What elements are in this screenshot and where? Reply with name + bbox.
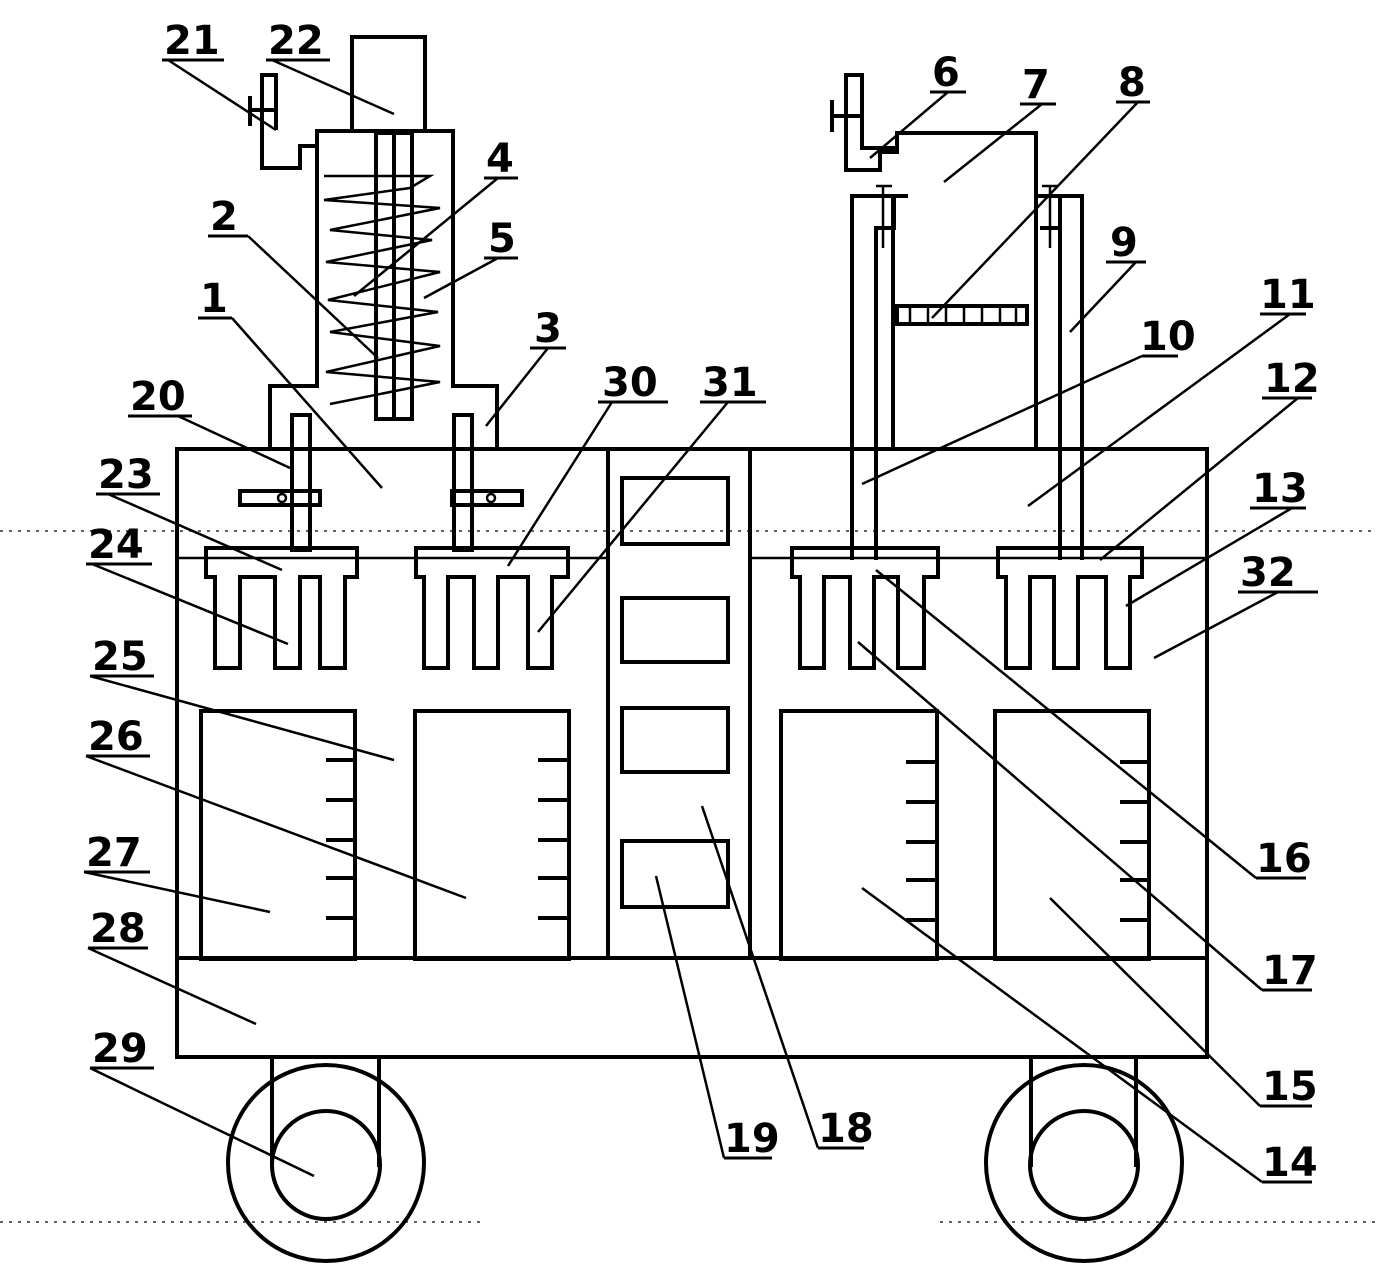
label-19: 19 [724, 1116, 780, 1162]
control-panel [620, 476, 730, 909]
label-25: 25 [92, 634, 148, 680]
label-18: 18 [818, 1106, 874, 1152]
reference-numerals: 1 2 3 4 5 6 7 8 9 10 11 12 13 14 15 16 1… [86, 18, 1320, 1186]
label-30: 30 [602, 360, 658, 406]
label-21: 21 [164, 18, 220, 64]
label-17: 17 [1262, 948, 1318, 994]
label-26: 26 [88, 714, 144, 760]
label-underlines [84, 58, 1318, 1184]
label-12: 12 [1264, 356, 1320, 402]
label-8: 8 [1118, 60, 1146, 106]
label-6: 6 [932, 50, 960, 96]
comb-heads [204, 546, 1144, 670]
label-15: 15 [1262, 1064, 1318, 1110]
label-9: 9 [1110, 220, 1138, 266]
cabinet-body [175, 447, 1209, 1059]
label-27: 27 [86, 830, 142, 876]
label-31: 31 [702, 360, 758, 406]
label-14: 14 [1262, 1140, 1318, 1186]
label-4: 4 [486, 136, 514, 182]
label-32: 32 [1240, 550, 1296, 596]
label-7: 7 [1022, 62, 1050, 108]
label-24: 24 [88, 522, 144, 568]
label-1: 1 [200, 276, 228, 322]
right-lifting-frame [830, 73, 1084, 560]
label-22: 22 [268, 18, 324, 64]
label-16: 16 [1256, 836, 1312, 882]
left-lifting-column [248, 35, 499, 451]
label-28: 28 [90, 906, 146, 952]
label-2: 2 [210, 194, 238, 240]
label-29: 29 [92, 1026, 148, 1072]
label-13: 13 [1252, 466, 1308, 512]
label-23: 23 [98, 452, 154, 498]
label-20: 20 [130, 374, 186, 420]
left-rods [238, 413, 524, 552]
label-10: 10 [1140, 314, 1196, 360]
graduated-containers [199, 709, 1151, 961]
wheels [226, 1055, 1184, 1263]
label-5: 5 [488, 216, 516, 262]
label-11: 11 [1260, 272, 1316, 318]
leader-lines [83, 58, 1299, 1184]
label-3: 3 [534, 306, 562, 352]
